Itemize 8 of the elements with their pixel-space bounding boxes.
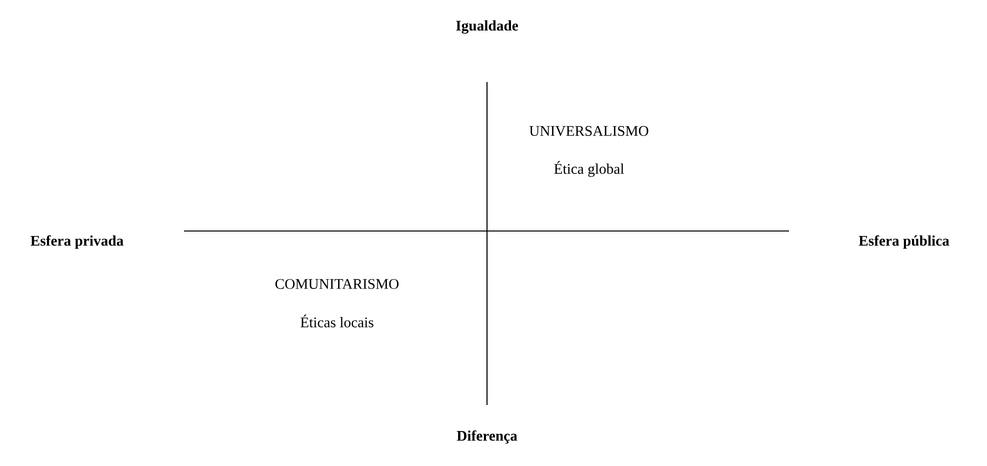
- quadrant-subtitle: Éticas locais: [300, 314, 374, 328]
- axis-label: Esfera pública: [858, 235, 950, 249]
- axis-label: Esfera privada: [30, 235, 124, 249]
- quadrant-subtitle: Ética global: [554, 161, 624, 177]
- axis-label: Diferença: [456, 430, 518, 444]
- quadrant-title: COMUNITARISMO: [275, 279, 399, 289]
- quadrant-title: UNIVERSALISMO: [529, 126, 648, 136]
- axis-label: Igualdade: [456, 20, 518, 34]
